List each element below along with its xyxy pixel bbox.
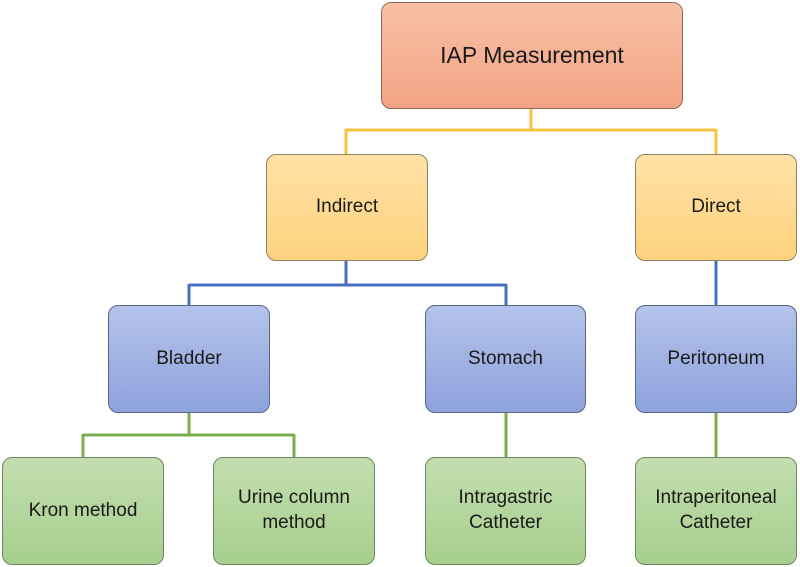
root-node-iap-measurement: IAP Measurement [381, 2, 683, 109]
node-direct-label: Direct [691, 196, 741, 218]
node-intraperitoneal-catheter-label: Intraperitoneal Catheter [655, 487, 777, 533]
node-peritoneum-label: Peritoneum [667, 347, 765, 369]
node-stomach: Stomach [425, 305, 586, 413]
node-peritoneum: Peritoneum [635, 305, 797, 413]
node-urine-column-method: Urine column method [213, 457, 375, 565]
node-bladder: Bladder [108, 305, 270, 413]
node-kron-method-label: Kron method [28, 499, 138, 521]
node-bladder-label: Bladder [156, 347, 222, 369]
node-indirect: Indirect [266, 154, 428, 261]
node-indirect-label: Indirect [315, 196, 379, 218]
node-intragastric-catheter-label: Intragastric Catheter [458, 487, 553, 533]
node-stomach-label: Stomach [468, 347, 543, 369]
node-intraperitoneal-catheter: Intraperitoneal Catheter [635, 457, 797, 565]
node-urine-column-method-label: Urine column method [238, 487, 350, 533]
node-direct: Direct [635, 154, 797, 261]
node-intragastric-catheter: Intragastric Catheter [425, 457, 586, 565]
root-node-label: IAP Measurement [440, 41, 624, 68]
node-kron-method: Kron method [2, 457, 164, 565]
